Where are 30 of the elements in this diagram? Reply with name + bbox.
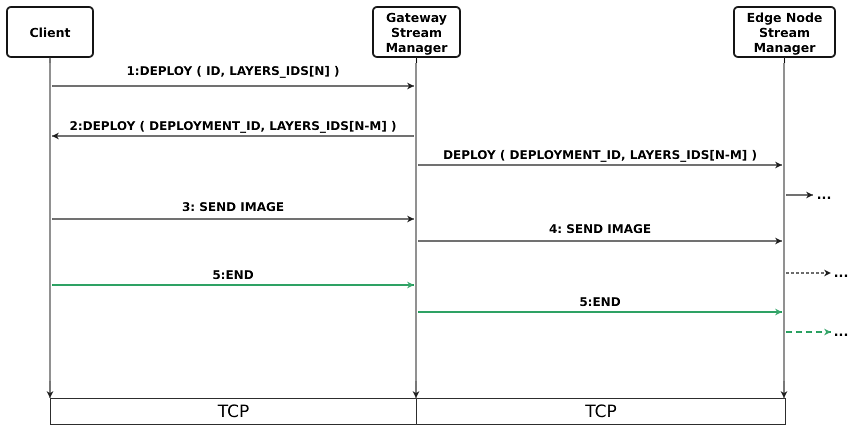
message-arrow (418, 308, 782, 316)
message-arrow (418, 162, 782, 168)
ellipsis-text: ... (831, 324, 851, 340)
ellipsis-text: ... (813, 187, 835, 203)
protocol-box: TCP (50, 398, 417, 425)
ellipsis-text: ... (831, 265, 851, 281)
lifeline-arrow (780, 381, 788, 398)
edge-label: 2:DEPLOY ( DEPLOYMENT_ID, LAYERS_IDS[N-M] ) (68, 119, 398, 133)
message-arrow (52, 282, 414, 288)
message-arrow (418, 238, 782, 244)
edge-label: 5:END (577, 295, 623, 309)
edge-label: DEPLOY ( DEPLOYMENT_ID, LAYERS_IDS[N-M] ) (441, 148, 759, 162)
participant-box: Edge Node Stream Manager (733, 6, 836, 58)
lifeline-arrow (46, 381, 54, 398)
message-arrow (52, 132, 414, 140)
message-arrow (786, 328, 831, 336)
protocol-box: TCP (416, 398, 786, 425)
edge-label: 5:END (210, 268, 256, 282)
edge-label: 3: SEND IMAGE (180, 200, 286, 214)
edge-label: 4: SEND IMAGE (546, 222, 654, 236)
message-arrow (52, 216, 414, 222)
participant-box: Gateway Stream Manager (372, 6, 461, 58)
message-arrow (786, 192, 813, 198)
message-arrow (52, 82, 414, 90)
participant-box: Client (6, 6, 94, 58)
lifeline (414, 63, 418, 381)
message-arrow (786, 270, 831, 276)
lifeline (48, 63, 52, 381)
lifeline-arrow (412, 381, 420, 398)
lifeline (782, 63, 786, 381)
